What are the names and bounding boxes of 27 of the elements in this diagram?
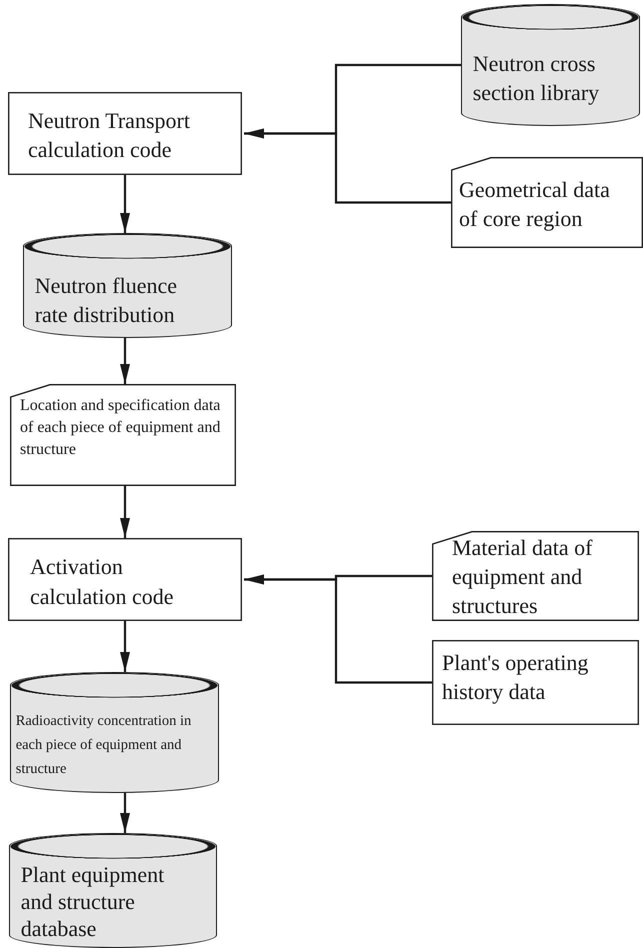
node-label: Radioactivity concentration in each piece of equipment and structure — [16, 712, 192, 779]
arrow — [120, 793, 130, 833]
node-label: Material data of equipment and structures — [452, 534, 594, 620]
arrow — [244, 574, 432, 684]
process-box — [8, 538, 242, 621]
process-box — [432, 640, 639, 725]
node-label: Location and specification data of each piece of equipment and structure — [20, 396, 222, 460]
node-label: Plant equipment and structure database — [20, 860, 166, 942]
arrow — [120, 621, 130, 672]
database-cylinder — [10, 672, 219, 793]
data-card — [432, 531, 639, 621]
arrow — [120, 486, 130, 538]
database-cylinder — [9, 833, 217, 948]
node-label: Neutron Transport calculation code — [28, 107, 191, 164]
node-label: Neutron cross section library — [472, 50, 600, 107]
database-cylinder — [23, 233, 232, 338]
data-card — [451, 157, 643, 248]
arrow — [120, 338, 130, 384]
arrow — [120, 175, 130, 233]
process-box — [8, 92, 242, 175]
node-label: Plant's operating history data — [442, 649, 590, 706]
node-label: Neutron fluence rate distribution — [34, 272, 178, 329]
node-label: Geometrical data of core region — [459, 176, 611, 233]
node-label: Activation calculation code — [30, 553, 175, 611]
database-cylinder — [461, 4, 640, 126]
arrow — [244, 128, 451, 204]
data-card — [10, 384, 236, 486]
